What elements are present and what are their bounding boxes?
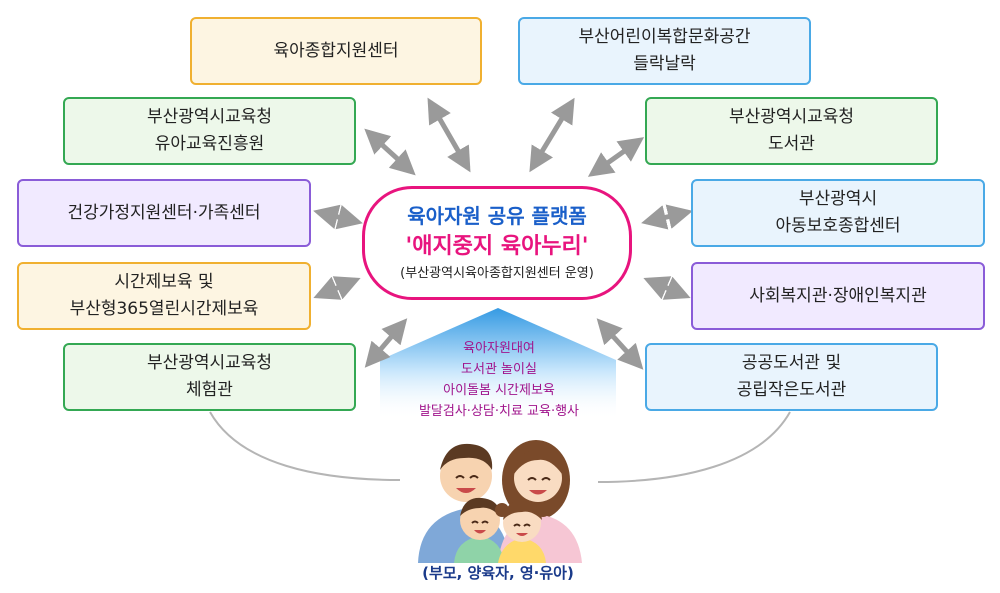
arrows — [313, 97, 693, 370]
service-item: 발달검사·상담·치료 교육·행사 — [418, 404, 580, 419]
node-hourly-childcare: 시간제보육 및 부산형365열린시간제보육 — [17, 262, 311, 330]
node-child-protection-center: 부산광역시 아동보호종합센터 — [691, 179, 985, 247]
service-triangle — [380, 308, 616, 420]
beneficiaries-caption: (부모, 양육자, 영·유아) — [422, 564, 574, 582]
node-children-culture-space: 부산어린이복합문화공간 들락날락 — [518, 17, 811, 85]
node-label: 건강가정지원센터·가족센터 — [67, 202, 261, 223]
node-label: 들락날락 — [633, 54, 696, 74]
node-label: 부산광역시 — [798, 189, 878, 209]
service-item: 육아자원대여 — [463, 341, 535, 356]
left-arc-line — [209, 411, 401, 481]
platform-center-node: 육아자원 공유 플랫폼 '애지중지 육아누리' (부산광역시육아종합지원센터 운… — [362, 186, 632, 300]
family-illustration — [418, 440, 582, 563]
arrow-n5 — [313, 204, 363, 230]
service-item: 도서관 놀이실 — [461, 362, 537, 377]
platform-title: 육아자원 공유 플랫폼 — [407, 204, 587, 228]
node-early-education-institute: 부산광역시교육청 유아교육진흥원 — [63, 97, 356, 165]
node-public-library: 공공도서관 및 공립작은도서관 — [645, 343, 938, 411]
node-label: 유아교육진흥원 — [154, 134, 265, 154]
node-label: 도서관 — [768, 134, 815, 154]
arrow-n3 — [364, 128, 416, 176]
node-label: 부산광역시교육청 — [146, 353, 273, 373]
node-family-center: 건강가정지원센터·가족센터 — [17, 179, 311, 247]
arrow-n1 — [427, 97, 471, 173]
node-label: 시간제보육 및 — [114, 272, 214, 292]
arrow-n4 — [587, 137, 645, 177]
node-label: 부산광역시교육청 — [146, 107, 273, 127]
arrow-n9 — [364, 318, 408, 368]
arrow-n10 — [596, 318, 644, 370]
node-label: 부산어린이복합문화공간 — [578, 27, 751, 47]
platform-name: '애지중지 육아누리' — [405, 234, 589, 259]
node-label: 부산광역시교육청 — [728, 107, 855, 127]
services-list: 육아자원대여 도서관 놀이실 아이돌봄 시간제보육 발달검사·상담·치료 교육·… — [396, 338, 602, 438]
arrow-n8 — [643, 276, 691, 300]
node-label: 아동보호종합센터 — [775, 216, 901, 236]
arrow-n2 — [529, 97, 575, 173]
service-item: 아이돌봄 시간제보육 — [443, 383, 555, 398]
node-label: 공공도서관 및 — [741, 353, 842, 373]
right-arc-line — [597, 411, 791, 483]
node-label: 체험관 — [186, 380, 233, 400]
arrow-n6 — [641, 204, 693, 230]
arrow-n7 — [313, 276, 361, 300]
node-label: 공립작은도서관 — [736, 380, 847, 400]
node-education-library: 부산광역시교육청 도서관 — [645, 97, 938, 165]
node-label: 사회복지관·장애인복지관 — [749, 285, 927, 306]
node-education-experience-hall: 부산광역시교육청 체험관 — [63, 343, 356, 411]
node-childcare-support-center: 육아종합지원센터 — [190, 17, 482, 85]
node-label: 부산형365열린시간제보육 — [69, 299, 259, 319]
platform-operator: (부산광역시육아종합지원센터 운영) — [400, 266, 594, 281]
node-welfare-center: 사회복지관·장애인복지관 — [691, 262, 985, 330]
node-label: 육아종합지원센터 — [273, 40, 399, 61]
